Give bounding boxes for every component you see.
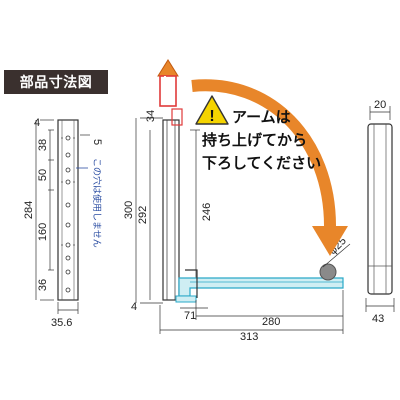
- swing-arrow-icon: [191, 79, 336, 227]
- vertical-post: [135, 108, 200, 304]
- svg-text:!: !: [209, 108, 214, 125]
- dim-plate-5: 5: [91, 139, 103, 145]
- dim-arm-280: 280: [262, 316, 280, 328]
- dim-plate-50: 50: [37, 169, 49, 181]
- dim-side-20: 20: [374, 99, 386, 111]
- dim-plate-160: 160: [37, 223, 49, 241]
- dim-plate-top: 4: [34, 117, 40, 129]
- dim-post-246: 246: [201, 203, 213, 221]
- horizontal-arm: [159, 243, 351, 334]
- lift-arrow: [157, 59, 179, 107]
- dim-post-34: 34: [145, 110, 157, 122]
- dim-post-4: 4: [131, 301, 137, 313]
- warning-line-3: 下ろしてください: [202, 154, 321, 172]
- swing-arrow-head-icon: [312, 226, 348, 256]
- dim-plate-284: 284: [23, 201, 35, 219]
- warning-line-2: 持ち上げてから: [202, 131, 307, 149]
- warning-icon: !: [195, 95, 229, 125]
- dim-plate-36: 36: [37, 279, 49, 291]
- dim-side-43: 43: [372, 313, 384, 325]
- dim-arm-313: 313: [240, 331, 258, 343]
- mounting-plate: [35, 119, 90, 314]
- dim-plate-width: 35.6: [51, 317, 72, 329]
- dim-plate-38: 38: [37, 139, 49, 151]
- side-view: [365, 106, 395, 312]
- dim-post-292: 292: [137, 206, 149, 224]
- dim-arm-71: 71: [184, 310, 196, 322]
- note-unused-holes: この穴は使用しません: [91, 158, 103, 248]
- dim-post-300: 300: [123, 201, 135, 219]
- warning-line-1: アームは: [232, 108, 291, 126]
- section-title: 部品寸法図: [4, 70, 108, 94]
